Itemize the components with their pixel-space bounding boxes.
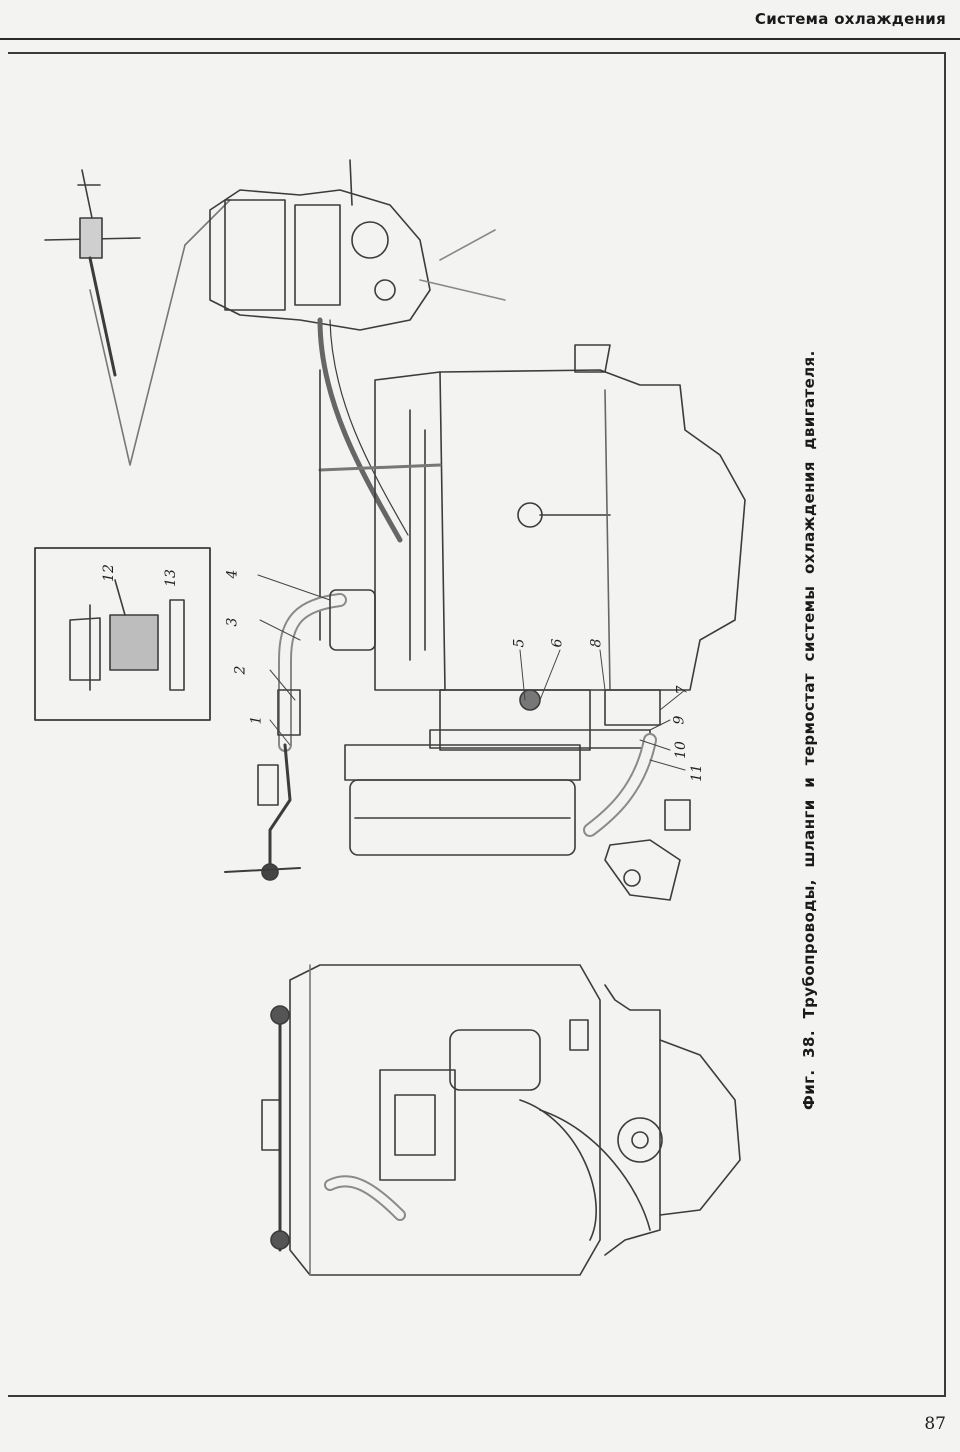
radiator-thermostat-drawing	[344, 689, 691, 901]
page-frame	[8, 52, 946, 1397]
page-header: Система охлаждения	[754, 10, 946, 28]
thermostat-inset-drawing	[34, 547, 211, 721]
engine-block-drawing	[318, 344, 746, 691]
header-rule	[0, 38, 960, 40]
callout-11: 11	[688, 764, 705, 782]
engine-front-view-drawing	[261, 964, 741, 1276]
figure-caption: Фиг. 38. Трубопроводы, шланги и термоста…	[800, 350, 818, 1110]
hose-assembly-drawing	[224, 589, 376, 881]
callout-9: 9	[671, 715, 688, 725]
callout-5: 5	[511, 638, 528, 648]
callout-10: 10	[672, 741, 689, 759]
callout-3: 3	[224, 617, 241, 627]
callout-4: 4	[224, 569, 241, 579]
callout-1: 1	[248, 715, 265, 725]
callout-2: 2	[232, 665, 249, 675]
temperature-sensor-drawing	[44, 169, 141, 377]
fan-housing-drawing	[209, 159, 506, 331]
page-number: 87	[924, 1414, 946, 1434]
callout-6: 6	[549, 638, 566, 648]
callout-13: 13	[162, 569, 179, 587]
callout-7: 7	[674, 685, 691, 695]
callout-8: 8	[588, 638, 605, 648]
callout-12: 12	[100, 564, 117, 582]
